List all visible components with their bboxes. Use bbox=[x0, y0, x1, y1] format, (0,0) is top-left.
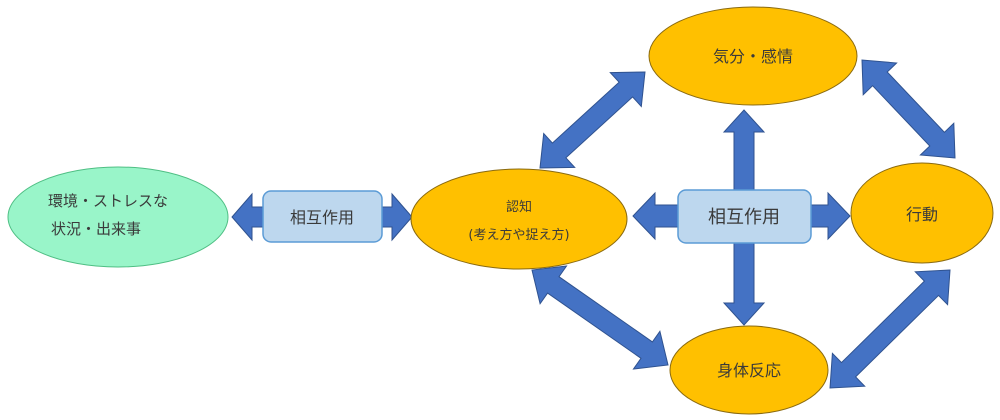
interaction-left-box[interactable]: 相互作用 bbox=[262, 190, 383, 243]
body-ellipse bbox=[669, 325, 829, 415]
cognition-node[interactable]: 認知 (考え方や捉え方) bbox=[410, 168, 628, 270]
body-node[interactable]: 身体反応 bbox=[669, 325, 829, 415]
interaction-left-rect bbox=[262, 190, 383, 243]
cognition-ellipse bbox=[410, 168, 628, 270]
behavior-ellipse bbox=[850, 162, 994, 264]
mood-label: 気分・感情 bbox=[713, 47, 793, 66]
arrow-body-cognition bbox=[531, 265, 669, 370]
interaction-center-rect bbox=[677, 189, 812, 244]
arrow-mood-behavior bbox=[861, 59, 956, 159]
interaction-center-label: 相互作用 bbox=[708, 207, 780, 228]
environment-label-line2: 状況・出来事 bbox=[51, 220, 141, 238]
body-label: 身体反応 bbox=[717, 361, 781, 380]
arrows-layer bbox=[231, 59, 956, 389]
mood-ellipse bbox=[648, 6, 858, 106]
interaction-left-label: 相互作用 bbox=[290, 208, 354, 227]
cognition-label-line2: (考え方や捉え方) bbox=[468, 227, 569, 243]
interaction-center-box[interactable]: 相互作用 bbox=[677, 189, 812, 244]
arrow-box-to-cognition bbox=[380, 192, 413, 242]
behavior-label: 行動 bbox=[906, 205, 938, 224]
environment-node[interactable]: 環境・ストレスな 状況・出来事 bbox=[7, 166, 229, 268]
mood-node[interactable]: 気分・感情 bbox=[648, 6, 858, 106]
environment-ellipse bbox=[7, 166, 229, 268]
environment-label-line1: 環境・ストレスな bbox=[48, 192, 168, 210]
arrow-behavior-body bbox=[829, 269, 951, 389]
arrow-center-to-mood bbox=[722, 109, 766, 196]
arrow-cognition-mood bbox=[539, 71, 646, 169]
arrow-box-to-environment bbox=[231, 192, 265, 242]
arrow-center-to-body bbox=[722, 237, 766, 326]
cognition-label-line1: 認知 bbox=[506, 199, 532, 215]
behavior-node[interactable]: 行動 bbox=[850, 162, 994, 264]
